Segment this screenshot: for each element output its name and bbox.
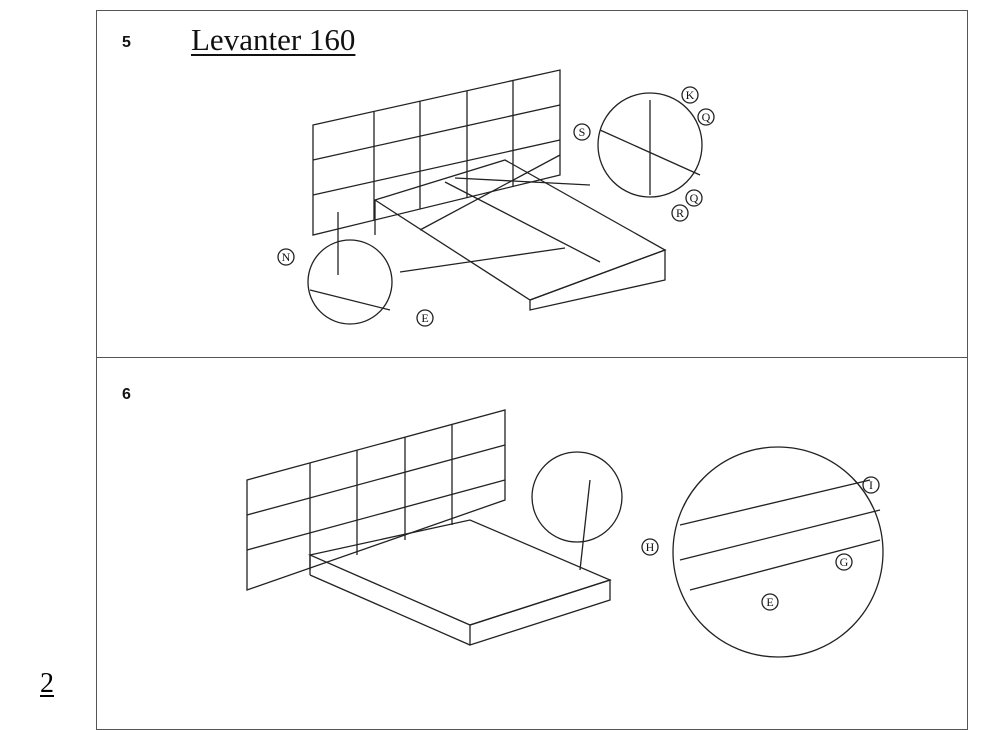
step-number-5: 5 (122, 34, 131, 51)
assembly-illustrations: K Q S Q R N E I H G E (246, 69, 884, 658)
label-s: S (579, 125, 586, 139)
label-h: H (646, 540, 655, 554)
step6-part-labels (641, 476, 880, 611)
step5-bed-frame-drawing (307, 69, 703, 325)
label-q-top: Q (702, 110, 711, 124)
label-e-step6: E (766, 595, 773, 609)
label-q-bottom: Q (690, 191, 699, 205)
label-k: K (686, 88, 695, 102)
label-g: G (840, 555, 849, 569)
label-r: R (676, 206, 684, 220)
label-i: I (869, 478, 873, 492)
step5-part-labels (277, 86, 715, 327)
step6-bed-frame-drawing (246, 409, 884, 658)
label-n: N (282, 250, 291, 264)
product-title: Levanter 160 (191, 22, 356, 57)
step-number-6: 6 (122, 386, 131, 403)
page-number: 2 (40, 668, 54, 699)
label-e-step5: E (421, 311, 428, 325)
step-divider (96, 357, 968, 358)
